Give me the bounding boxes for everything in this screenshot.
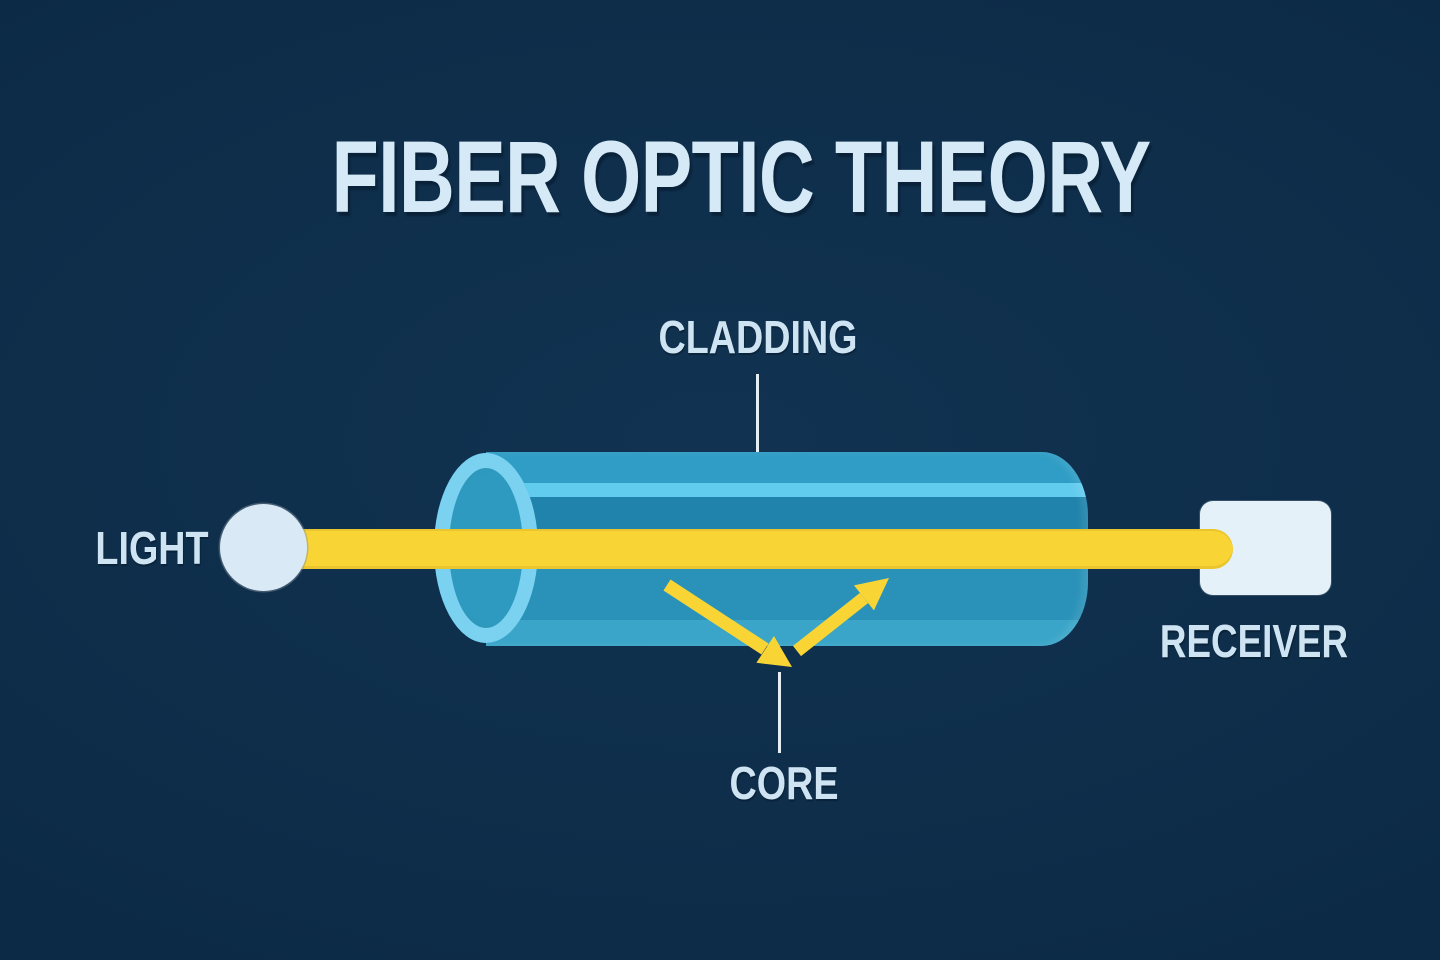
light-label: LIGHT (95, 522, 209, 574)
receiver-label: RECEIVER (1159, 615, 1349, 667)
light-source-circle (220, 504, 307, 591)
core-light-beam (262, 529, 1233, 569)
page-title: FIBER OPTIC THEORY (331, 120, 1152, 235)
cladding-label: CLADDING (658, 311, 858, 363)
core-label: CORE (729, 757, 839, 809)
cladding-pointer-line (756, 374, 759, 452)
core-pointer-line (778, 672, 781, 753)
